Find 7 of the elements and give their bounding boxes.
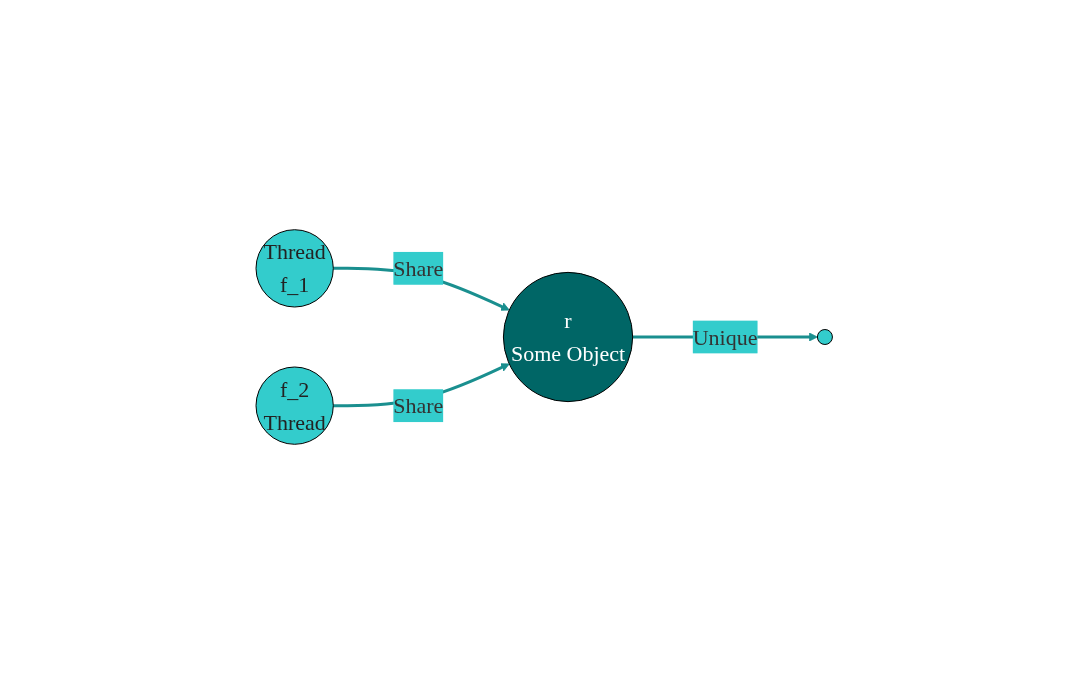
node-circle: Thread f_1 xyxy=(255,229,335,308)
node-circle: f_2 Thread xyxy=(255,366,335,445)
edge-label: Share xyxy=(393,393,444,419)
node-circle xyxy=(817,329,834,345)
node-circle: r Some Object xyxy=(503,271,634,403)
edge-label: Unique xyxy=(692,324,758,350)
edge-label: Share xyxy=(393,255,444,281)
